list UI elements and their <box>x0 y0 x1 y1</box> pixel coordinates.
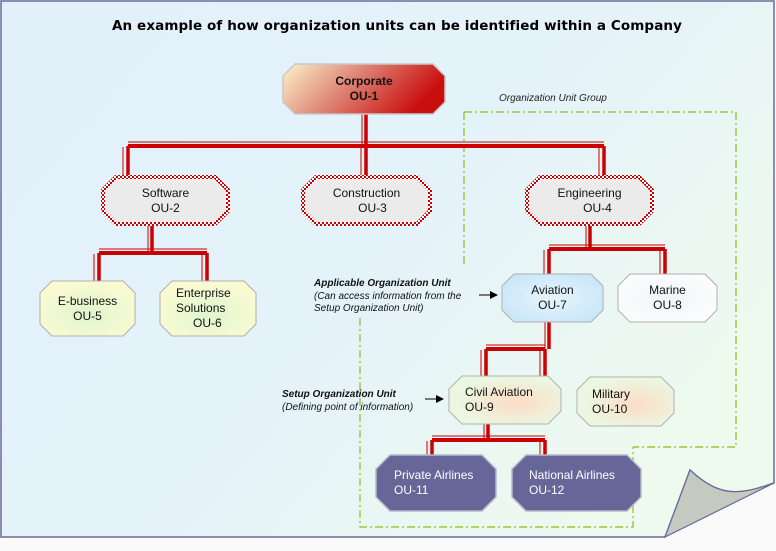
organization-unit-group-box <box>359 111 737 528</box>
org-unit-shape-ou-11 <box>375 454 497 512</box>
org-unit-name: Enterprise Solutions <box>176 286 231 315</box>
org-unit-code: OU-3 <box>358 200 387 215</box>
setup-arrow <box>425 395 444 403</box>
applicable-line1: (Can access information from the <box>314 290 462 302</box>
org-unit-code: OU-5 <box>73 308 102 323</box>
setup-line1: (Defining point of information) <box>282 401 414 413</box>
org-unit-name: Civil Aviation <box>465 385 533 399</box>
org-unit-code: OU-12 <box>529 483 565 497</box>
org-unit-name: Military <box>592 386 630 401</box>
org-unit-code: OU-2 <box>151 200 180 215</box>
org-unit-shape-ou-9 <box>448 375 562 425</box>
diagram-title: An example of how organization units can… <box>112 18 683 34</box>
applicable-line2: Setup Organization Unit) <box>314 303 424 314</box>
org-unit-shape-ou-12 <box>511 454 642 512</box>
org-unit-shape-ou-10 <box>576 376 675 427</box>
org-unit-shape-ou-3 <box>301 175 432 226</box>
org-unit-shape-ou-5 <box>39 280 136 337</box>
org-unit-name: Engineering <box>557 185 622 200</box>
org-unit-name: Marine <box>649 283 686 297</box>
org-unit-code: OU-8 <box>653 298 682 312</box>
org-unit-shape-ou-7 <box>501 273 604 323</box>
org-unit-code: OU-1 <box>349 89 379 103</box>
setup-annotation: Setup Organization Unit (Defining point … <box>282 389 413 414</box>
applicable-heading: Applicable Organization Unit <box>314 278 451 289</box>
org-unit-shape-ou-6 <box>159 280 257 337</box>
org-unit-code: OU-11 <box>394 483 429 497</box>
org-unit-name: E-business <box>57 293 118 308</box>
org-unit-code: OU-4 <box>583 200 612 215</box>
org-unit-code: OU-10 <box>592 401 628 416</box>
org-unit-name: Private Airlines <box>394 468 474 482</box>
applicable-arrow <box>479 291 498 299</box>
org-unit-code: OU-9 <box>465 400 494 414</box>
org-unit-shape-ou-2 <box>101 175 230 226</box>
org-unit-shape-ou-1 <box>282 63 446 115</box>
org-unit-shape-ou-8 <box>617 273 718 323</box>
page-curl <box>663 468 775 539</box>
group-label: Organization Unit Group <box>499 93 607 104</box>
org-unit-shape-ou-4 <box>525 175 654 226</box>
applicable-annotation: Applicable Organization Unit (Can access… <box>314 278 461 316</box>
org-unit-code: OU-7 <box>538 298 567 312</box>
org-unit-name: Construction <box>332 185 401 200</box>
org-unit-name: Aviation <box>531 283 574 297</box>
org-unit-name: National Airlines <box>529 468 616 482</box>
setup-heading: Setup Organization Unit <box>282 389 396 400</box>
org-unit-name: Software <box>141 185 190 200</box>
org-unit-code: OU-6 <box>193 316 222 330</box>
org-unit-name: Corporate <box>335 74 393 88</box>
